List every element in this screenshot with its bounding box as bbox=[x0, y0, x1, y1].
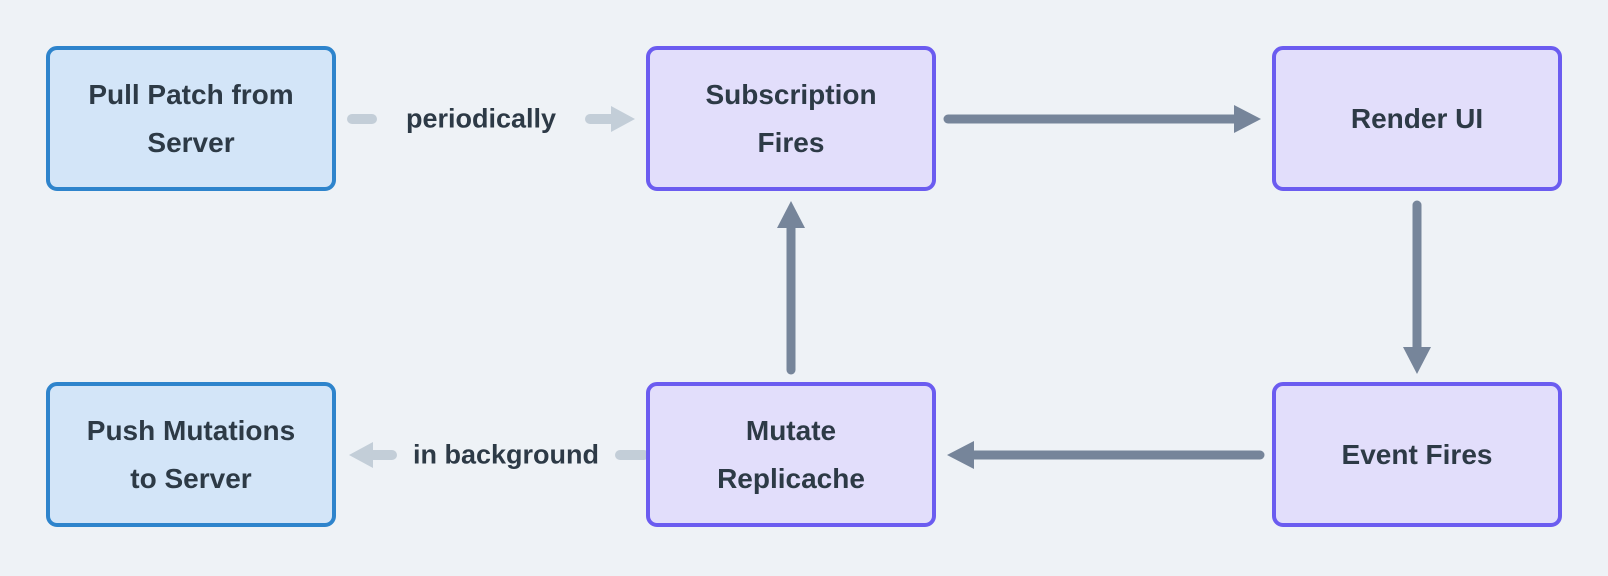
node-event-fires: Event Fires bbox=[1272, 382, 1562, 527]
arrow-event-to-mutate bbox=[947, 441, 1265, 469]
arrow-mutate-to-push bbox=[349, 442, 649, 468]
node-subscription-fires: Subscription Fires bbox=[646, 46, 936, 191]
arrow-subscription-to-render bbox=[943, 105, 1261, 133]
arrow-render-to-event bbox=[1403, 200, 1431, 374]
node-push-mutations-to-server: Push Mutations to Server bbox=[46, 382, 336, 527]
node-render-ui: Render UI bbox=[1272, 46, 1562, 191]
edge-label-periodically: periodically bbox=[405, 103, 557, 134]
node-mutate-replicache: Mutate Replicache bbox=[646, 382, 936, 527]
node-pull-patch-from-server: Pull Patch from Server bbox=[46, 46, 336, 191]
arrow-pull-to-subscription bbox=[347, 106, 635, 132]
arrow-mutate-to-subscription bbox=[777, 201, 805, 375]
edge-label-in-background: in background bbox=[412, 439, 600, 470]
